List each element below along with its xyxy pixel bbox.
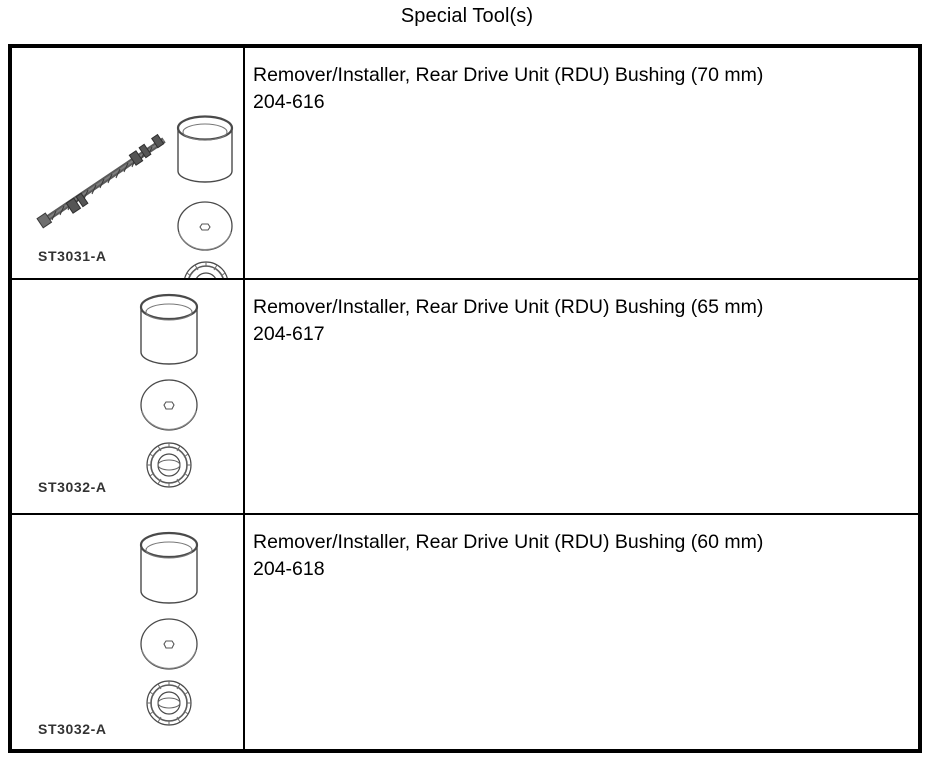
figure-label: ST3031-A [38,248,107,264]
special-tools-table: ST3031-A Remover/Installer, Rear Drive U… [8,44,922,753]
washer-disc-icon [140,379,198,431]
tool-description: Remover/Installer, Rear Drive Unit (RDU)… [253,64,764,86]
knurled-nut-icon [146,442,192,488]
tool-part-number: 204-616 [253,91,325,113]
tool-illustration [12,280,245,513]
bushing-cylinder-icon [139,293,199,365]
tool-description-cell: Remover/Installer, Rear Drive Unit (RDU)… [245,515,918,749]
page-title: Special Tool(s) [400,5,534,27]
figure-label: ST3032-A [38,479,107,495]
tool-part-number: 204-618 [253,558,325,580]
bushing-cylinder-icon [176,115,234,183]
tool-part-number: 204-617 [253,323,325,345]
tool-illustration [12,48,245,278]
knurled-nut-icon [184,261,228,278]
tool-description: Remover/Installer, Rear Drive Unit (RDU)… [253,296,764,318]
table-row: ST3032-A Remover/Installer, Rear Drive U… [12,280,918,515]
washer-disc-icon [177,201,233,251]
table-row: ST3032-A Remover/Installer, Rear Drive U… [12,515,918,749]
tool-description-cell: Remover/Installer, Rear Drive Unit (RDU)… [245,48,918,278]
table-row: ST3031-A Remover/Installer, Rear Drive U… [12,48,918,280]
bushing-cylinder-icon [139,531,199,604]
threaded-rod-icon [36,133,166,229]
washer-disc-icon [140,618,198,670]
tool-figure-cell: ST3032-A [12,515,245,749]
tool-description-cell: Remover/Installer, Rear Drive Unit (RDU)… [245,280,918,513]
tool-figure-cell: ST3031-A [12,48,245,278]
tool-illustration [12,515,245,749]
tool-figure-cell: ST3032-A [12,280,245,513]
knurled-nut-icon [146,680,192,726]
tool-description: Remover/Installer, Rear Drive Unit (RDU)… [253,531,764,553]
figure-label: ST3032-A [38,721,107,737]
